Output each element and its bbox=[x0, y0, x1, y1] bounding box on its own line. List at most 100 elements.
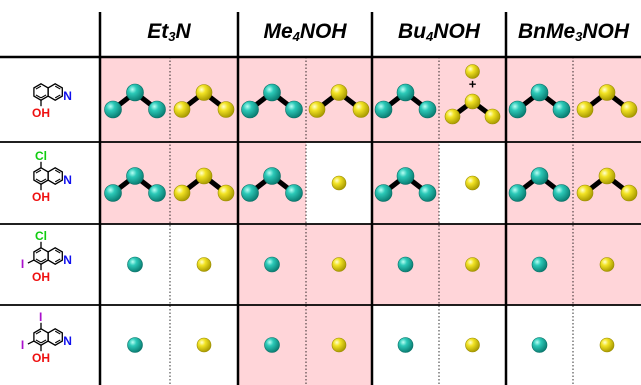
result-cell bbox=[170, 57, 238, 142]
yellow-atom bbox=[598, 84, 616, 101]
double-bond bbox=[54, 249, 61, 254]
header-subscript: 4 bbox=[426, 28, 434, 44]
result-cell bbox=[306, 142, 372, 224]
header-subscript: 3 bbox=[575, 28, 583, 44]
yellow-atom bbox=[465, 337, 480, 353]
yellow-atom bbox=[444, 108, 461, 125]
double-bond bbox=[35, 85, 42, 90]
teal-atom bbox=[552, 100, 571, 119]
teal-atom bbox=[418, 184, 437, 202]
result-cell bbox=[238, 224, 306, 305]
yellow-atom bbox=[465, 175, 480, 191]
teal-atom bbox=[104, 100, 122, 119]
yellow-atom bbox=[331, 337, 347, 353]
header-suffix: NOH bbox=[582, 20, 630, 43]
yellow-atom bbox=[465, 64, 480, 79]
header-suffix: NOH bbox=[299, 20, 347, 43]
yellow-atom bbox=[196, 337, 212, 353]
hydroxyl-label: OH bbox=[32, 190, 50, 204]
header-suffix: NOH bbox=[433, 20, 480, 43]
yellow-atom bbox=[598, 167, 616, 185]
yellow-atom bbox=[352, 101, 370, 118]
double-bond bbox=[35, 339, 42, 344]
double-bond bbox=[40, 258, 47, 263]
teal-atom bbox=[531, 337, 548, 353]
result-cell bbox=[306, 224, 372, 305]
yellow-atom bbox=[599, 257, 615, 272]
result-cell bbox=[306, 57, 372, 142]
teal-atom bbox=[264, 337, 280, 353]
teal-atom bbox=[530, 167, 549, 185]
header-suffix: N bbox=[175, 20, 191, 43]
teal-atom bbox=[531, 256, 548, 273]
double-bond bbox=[54, 85, 61, 90]
double-bond bbox=[54, 330, 61, 335]
result-cell bbox=[506, 142, 573, 224]
chlorine-label: Cl bbox=[35, 149, 47, 163]
result-cell bbox=[100, 57, 170, 142]
teal-atom bbox=[126, 167, 144, 185]
pyridine-ring bbox=[47, 83, 63, 101]
result-cell bbox=[306, 305, 372, 385]
ligand-structure: NOH bbox=[32, 83, 72, 120]
teal-atom bbox=[148, 100, 166, 119]
teal-atom bbox=[396, 83, 415, 102]
double-bond bbox=[40, 94, 47, 99]
double-bond bbox=[54, 178, 61, 183]
teal-atom bbox=[530, 83, 549, 102]
teal-atom bbox=[552, 184, 571, 202]
teal-atom bbox=[285, 100, 303, 119]
yellow-atom bbox=[620, 101, 638, 118]
yellow-atom bbox=[599, 337, 615, 353]
double-bond bbox=[35, 330, 42, 335]
result-cell: + bbox=[439, 57, 506, 142]
double-bond bbox=[35, 169, 42, 174]
double-bond bbox=[54, 339, 61, 344]
teal-atom bbox=[508, 100, 527, 119]
teal-atom bbox=[285, 184, 303, 202]
pyridine-ring bbox=[47, 247, 63, 265]
yellow-atom bbox=[620, 184, 638, 202]
double-bond bbox=[54, 94, 61, 99]
nitrogen-label: N bbox=[63, 173, 72, 187]
result-cell bbox=[573, 142, 641, 224]
nitrogen-label: N bbox=[63, 253, 72, 267]
yellow-atom bbox=[484, 108, 501, 125]
teal-atom bbox=[374, 184, 393, 202]
yellow-atom bbox=[330, 84, 348, 101]
iodine-label: I bbox=[21, 257, 24, 271]
header-subscript: 3 bbox=[168, 28, 176, 44]
result-cell bbox=[170, 224, 238, 305]
yellow-atom bbox=[331, 257, 347, 272]
yellow-atom bbox=[173, 101, 191, 118]
teal-atom bbox=[126, 83, 144, 102]
header-subscript: 4 bbox=[292, 28, 300, 44]
teal-atom bbox=[241, 100, 259, 119]
result-cell bbox=[573, 224, 641, 305]
teal-atom bbox=[396, 167, 415, 185]
double-bond bbox=[40, 339, 47, 344]
result-cell bbox=[372, 224, 439, 305]
teal-atom bbox=[263, 83, 281, 102]
double-bond bbox=[35, 249, 42, 254]
hydroxyl-label: OH bbox=[32, 106, 50, 120]
result-cell bbox=[372, 142, 439, 224]
double-bond bbox=[35, 258, 42, 263]
result-cell bbox=[573, 305, 641, 385]
iodine-label: I bbox=[39, 310, 42, 324]
double-bond bbox=[40, 178, 47, 183]
result-cell bbox=[238, 142, 306, 224]
pyridine-ring bbox=[47, 328, 63, 346]
ligand-structure: N OH Cl bbox=[32, 149, 72, 204]
result-cell bbox=[506, 224, 573, 305]
yellow-atom bbox=[331, 175, 347, 191]
hydroxyl-label: OH bbox=[32, 270, 50, 284]
iodine-label: I bbox=[21, 338, 24, 352]
